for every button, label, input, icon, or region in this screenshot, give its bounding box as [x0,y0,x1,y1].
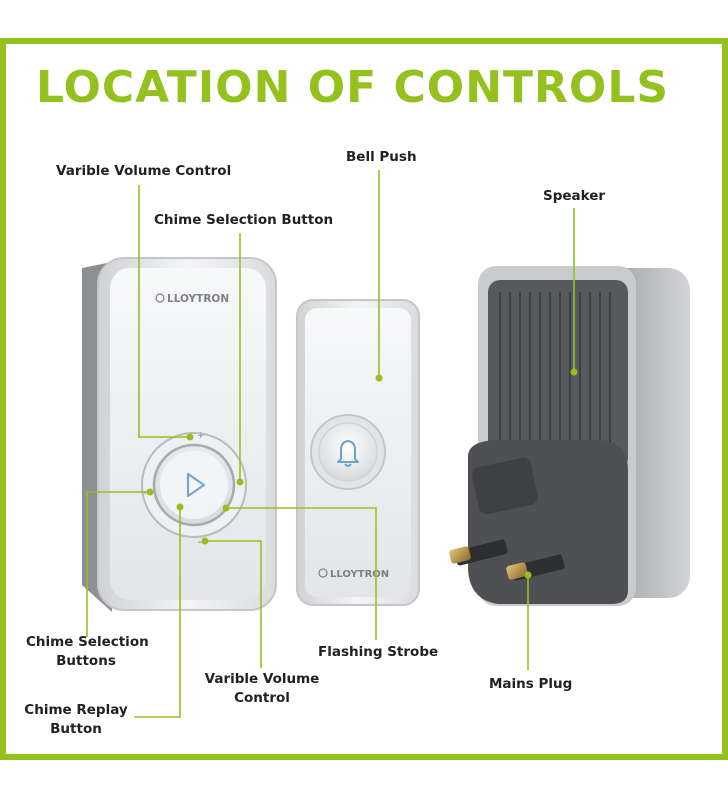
callout-replay [134,507,181,718]
callout-lines [86,170,575,718]
speaker-unit [449,266,690,606]
label-flashing-strobe: Flashing Strobe [318,644,439,660]
label-chime-replay: Chime Replay Button [24,701,128,739]
page-title: LOCATION OF CONTROLS [36,62,670,113]
bell-push-unit: LLOYTRON [296,299,420,606]
callout-chime-selection-buttons [86,491,150,637]
chime-logo: LLOYTRON [155,293,229,305]
label-volume-bottom-line1: Varible Volume [204,671,320,687]
earth-pin [472,457,538,515]
label-bell-push: Bell Push [346,149,417,165]
label-chime-selection-buttons-line2: Buttons [56,653,116,669]
label-chime-replay-line2: Button [50,721,102,737]
label-chime-replay-line1: Chime Replay [24,702,128,718]
label-chime-selection-buttons: Chime Selection Buttons [26,633,149,671]
chime-unit: LLOYTRON + − ‹ › [82,257,277,612]
callout-dots [146,368,578,579]
callout-volume-top [138,185,190,438]
bell-push-button[interactable] [310,414,386,490]
play-triangle-icon [186,472,206,498]
push-logo: LLOYTRON [318,568,389,580]
bell-icon [337,440,359,467]
callout-volume-bottom [205,540,262,668]
chime-prev-icon[interactable]: ‹ [143,488,147,498]
label-volume-bottom: Varible Volume Control [204,670,320,708]
speaker-grille [488,280,628,470]
volume-minus-icon[interactable]: − [197,538,205,548]
svg-text:LLOYTRON: LLOYTRON [330,569,389,580]
label-speaker: Speaker [543,188,606,204]
svg-text:LLOYTRON: LLOYTRON [167,293,229,305]
label-chime-selection-button: Chime Selection Button [154,212,334,228]
grille-slats [499,292,611,458]
label-chime-selection-buttons-line1: Chime Selection [26,634,149,650]
chime-replay-button[interactable] [160,451,228,519]
label-volume-top: Varible Volume Control [56,163,232,179]
label-volume-bottom-line2: Control [234,690,290,706]
callout-flashing-strobe [226,507,377,640]
volume-plus-icon[interactable]: + [197,431,205,441]
label-mains-plug: Mains Plug [489,676,573,692]
